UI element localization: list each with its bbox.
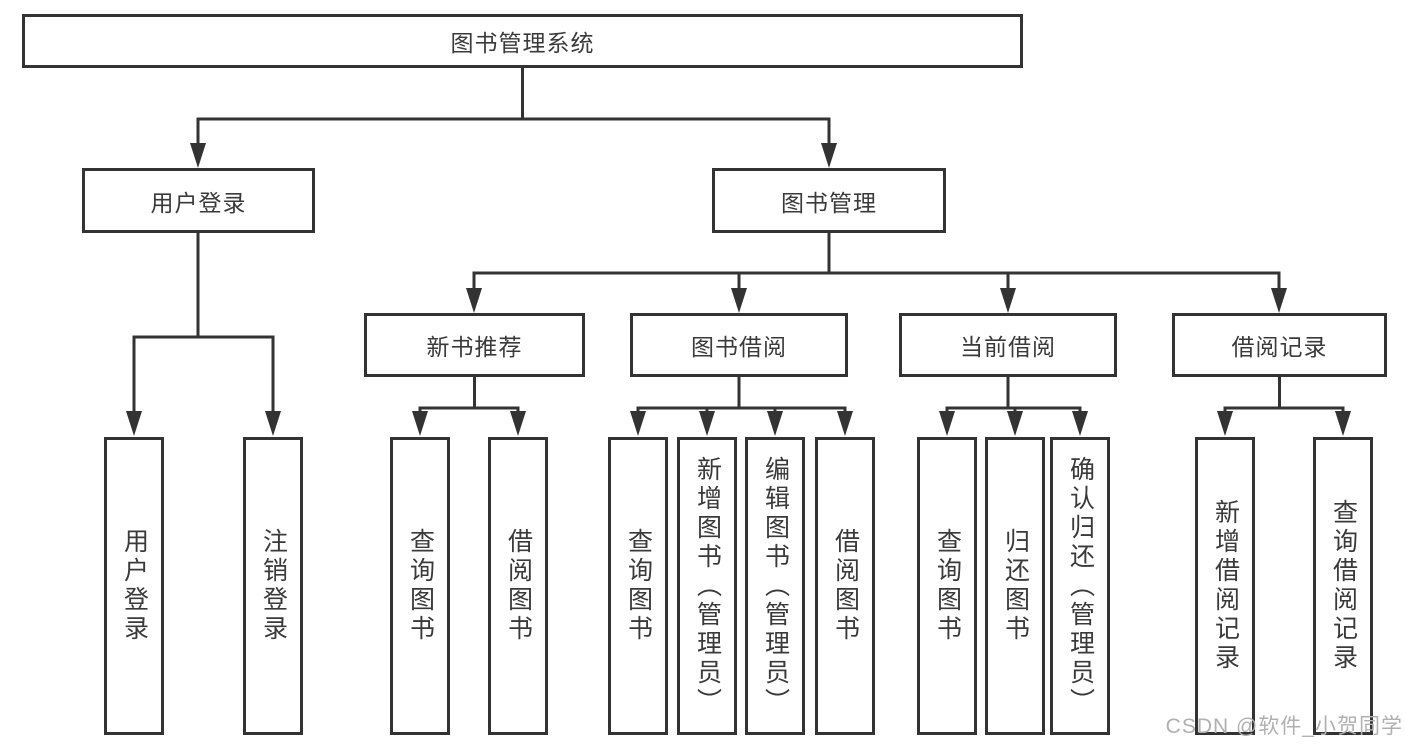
leaf-query-books-borrow: 查询图书: [608, 437, 668, 735]
node-book-borrow: 图书借阅: [630, 313, 848, 377]
leaf-return-book: 归还图书: [985, 437, 1045, 735]
node-root-library-system: 图书管理系统: [22, 14, 1023, 68]
leaf-query-borrow-record: 查询借阅记录: [1313, 437, 1373, 735]
node-book-management-label: 图书管理: [781, 189, 877, 216]
node-new-book-recommend: 新书推荐: [364, 313, 585, 377]
leaf-add-borrow-record: 新增借阅记录: [1195, 437, 1255, 735]
node-borrow-records-label: 借阅记录: [1231, 334, 1328, 360]
node-borrow-records: 借阅记录: [1172, 313, 1387, 377]
leaf-logout: 注销登录: [243, 437, 303, 735]
leaf-add-book-admin: 新增图书（管理员）: [677, 437, 737, 735]
arrowheads: [126, 143, 1351, 436]
leaf-query-books-recommend: 查询图书: [390, 437, 450, 735]
node-book-management-branch: 图书管理: [712, 168, 946, 233]
node-user-login-label: 用户登录: [150, 189, 247, 216]
node-root-label: 图书管理系统: [450, 30, 595, 56]
node-book-borrow-label: 图书借阅: [691, 334, 787, 360]
leaf-confirm-return-admin: 确认归还（管理员）: [1050, 437, 1110, 735]
leaf-edit-book-admin: 编辑图书（管理员）: [745, 437, 805, 735]
leaf-borrow-books-recommend: 借阅图书: [488, 437, 548, 735]
node-user-login-branch: 用户登录: [82, 168, 315, 233]
node-current-borrow: 当前借阅: [899, 313, 1117, 377]
leaf-user-login: 用户登录: [104, 437, 164, 735]
csdn-watermark: CSDN @软件_小贺同学: [1165, 715, 1403, 738]
node-new-book-recommend-label: 新书推荐: [426, 334, 523, 360]
node-current-borrow-label: 当前借阅: [960, 334, 1056, 360]
leaf-borrow-books-borrow: 借阅图书: [815, 437, 875, 735]
leaf-query-books-current: 查询图书: [917, 437, 977, 735]
